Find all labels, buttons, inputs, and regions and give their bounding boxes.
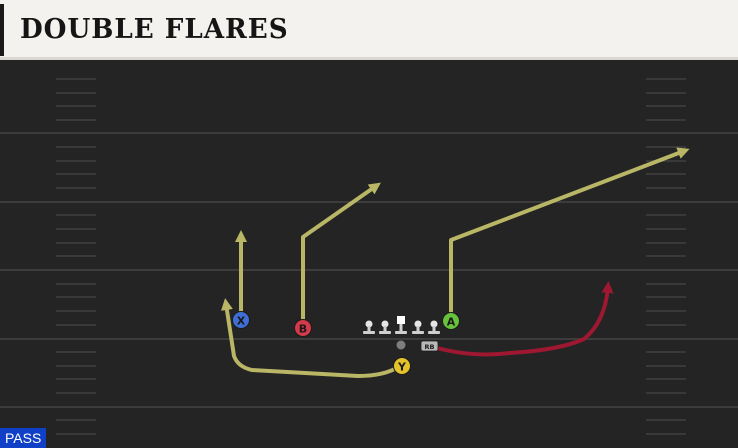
play-type-badge: PASS — [0, 428, 47, 448]
lineman-icon — [379, 320, 391, 334]
offensive-line — [363, 316, 440, 350]
yard-lines — [0, 132, 738, 408]
b-button-icon[interactable] — [294, 319, 312, 337]
player-rb[interactable]: RB — [420, 340, 439, 352]
x-button-icon[interactable] — [232, 311, 250, 329]
title-accent — [0, 4, 4, 56]
player-y[interactable]: Y — [393, 357, 411, 375]
y-button-icon[interactable] — [393, 357, 411, 375]
route-y — [220, 298, 402, 378]
lineman-icon — [428, 320, 440, 334]
b-button-label: B — [299, 323, 307, 336]
route-b — [301, 182, 381, 330]
play-field: X B A Y RB — [0, 60, 738, 448]
rb-tag-label: RB — [425, 343, 435, 351]
play-title: DOUBLE FLARES — [20, 14, 289, 45]
x-button-label: X — [237, 315, 246, 328]
player-b[interactable]: B — [294, 319, 312, 337]
player-a[interactable]: A — [442, 312, 460, 330]
a-button-icon[interactable] — [442, 312, 460, 330]
hash-marks-right — [646, 78, 686, 435]
hash-marks-left — [56, 78, 96, 435]
y-button-label: Y — [397, 361, 407, 374]
play-title-bar: DOUBLE FLARES — [0, 0, 738, 60]
lineman-icon — [363, 320, 375, 334]
a-button-label: A — [447, 316, 456, 329]
quarterback-icon — [396, 340, 406, 350]
center-icon — [395, 316, 407, 334]
player-x[interactable]: X — [232, 311, 250, 329]
field-surface — [0, 60, 738, 448]
rb-tag-icon[interactable] — [420, 340, 439, 352]
lineman-icon — [412, 320, 424, 334]
route-rb — [428, 281, 614, 357]
route-a — [449, 147, 690, 322]
